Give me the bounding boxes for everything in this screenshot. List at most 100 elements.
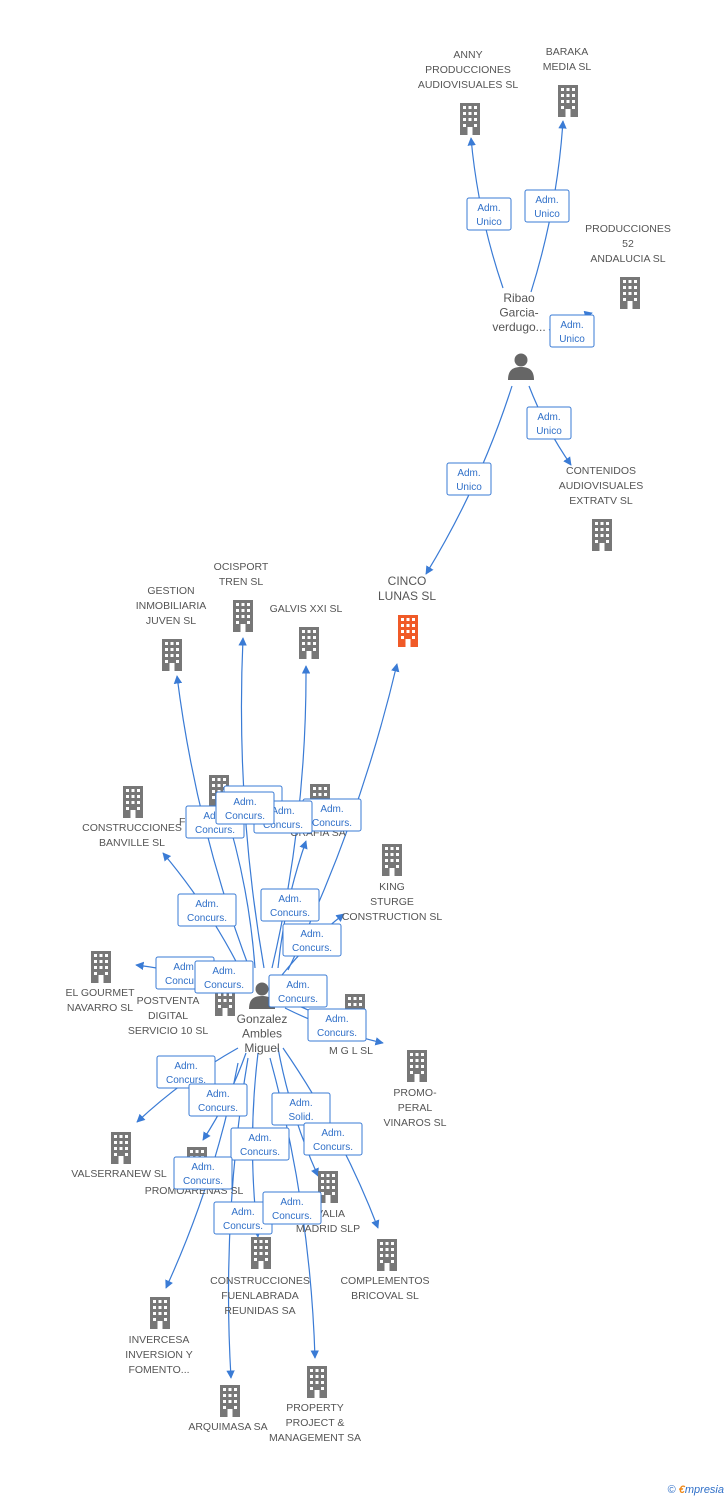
edge-label-line: Adm.	[231, 1207, 254, 1218]
edge-label-property[interactable]: Adm.Concurs.	[262, 1191, 322, 1225]
edge-label-line: Adm.	[560, 320, 583, 331]
edge-label-banville[interactable]: Adm. Concurs.	[177, 893, 237, 927]
person-icon	[508, 353, 534, 380]
edge-label-cinco[interactable]: Adm. Concurs.	[302, 798, 362, 832]
company-name-line: TREN SL	[219, 576, 264, 588]
person-name-line: Miguel	[244, 1041, 279, 1055]
edge-label-cinco[interactable]: Adm.Unico	[446, 462, 492, 496]
edge-label-king[interactable]: Adm.Concurs.	[282, 923, 342, 957]
edge-label-box	[268, 974, 328, 1008]
focus-building-icon	[398, 615, 418, 647]
company-node-galvis[interactable]: GALVIS XXI SL	[270, 603, 343, 659]
edge-label-valserranew[interactable]: Adm.Concurs.	[156, 1055, 216, 1089]
company-name-line: MADRID SLP	[296, 1223, 360, 1235]
edge-label-fuenlabrada[interactable]: Adm.Concurs.	[230, 1127, 290, 1161]
edge-label-line: Concurs.	[240, 1147, 280, 1158]
edge-label-box	[303, 1122, 363, 1156]
building-icon	[162, 639, 182, 671]
company-name-line: CINCO	[388, 574, 427, 588]
company-name-line: GALVIS XXI SL	[270, 603, 343, 615]
edge-label-line: Concurs.	[317, 1028, 357, 1039]
edge-label-line: Concurs.	[225, 811, 265, 822]
company-name-line: M G L SL	[329, 1045, 373, 1057]
company-name-line: INVERSION Y	[125, 1349, 193, 1361]
company-name-line: DIGITAL	[148, 1010, 188, 1022]
person-name-line: Ribao	[503, 291, 535, 305]
building-icon	[620, 277, 640, 309]
edge-label-line: Adm.	[191, 1162, 214, 1173]
building-icon	[382, 844, 402, 876]
edge-label-box	[271, 1092, 331, 1126]
edge-label-box	[466, 197, 512, 231]
edge-label-line: Concurs.	[165, 976, 205, 987]
edge-label-complementos[interactable]: Adm.Concurs.	[303, 1122, 363, 1156]
edge-label-baraka[interactable]: Adm.Unico	[524, 189, 570, 223]
company-name-line: BARAKA	[546, 46, 589, 58]
edge-label-box	[262, 1191, 322, 1225]
edge-label-postventa[interactable]: Adm.Concurs.	[194, 960, 254, 994]
edge-label-box	[282, 923, 342, 957]
edge-label-line: Adm.	[320, 804, 343, 815]
edge-label-box	[156, 1055, 216, 1089]
edge-label-line: Adm.	[477, 203, 500, 214]
edge-label-contenidos[interactable]: Adm.Unico	[526, 406, 572, 440]
edge-label-prod52[interactable]: Adm.Unico	[549, 314, 595, 348]
edge-label-alvalia[interactable]: Adm.Solid.	[271, 1092, 331, 1126]
person-name-line: Ambles	[242, 1027, 282, 1041]
person-name-line: verdugo...	[492, 320, 545, 334]
company-name-line: COMPLEMENTOS	[340, 1275, 429, 1287]
company-name-line: BRICOVAL SL	[351, 1290, 419, 1302]
person-node-ribao[interactable]: RibaoGarcia-verdugo...	[492, 291, 546, 380]
edge-label-promoarenas[interactable]: Adm.Concurs.	[188, 1083, 248, 1117]
edge-label-grafia[interactable]: Adm.Concurs.	[260, 888, 320, 922]
edge-label-line: Concurs.	[312, 818, 352, 829]
company-name-line: CONSTRUCCIONES	[82, 822, 182, 834]
company-node-complementos[interactable]: COMPLEMENTOS BRICOVAL SL	[340, 1239, 430, 1302]
edge-labels-layer: Adm.UnicoAdm.UnicoAdm.UnicoAdm.UnicoAdm.…	[155, 189, 595, 1235]
edge-label-box	[215, 791, 275, 825]
building-icon	[251, 1237, 271, 1269]
edge-label-invercesa[interactable]: Adm.Concurs.	[173, 1156, 233, 1190]
edge-label-line: Adm.	[195, 899, 218, 910]
company-name-line: MANAGEMENT SA	[269, 1432, 361, 1444]
edge-label-line: Adm.	[233, 797, 256, 808]
edge-label-line: Unico	[534, 209, 560, 220]
company-node-valserranew[interactable]: VALSERRANEW SL	[71, 1132, 167, 1180]
edge-label-promoperal[interactable]: Adm.Concurs.	[268, 974, 328, 1008]
building-icon	[123, 786, 143, 818]
brand-footer: © €mpresia	[668, 1484, 724, 1496]
edge-label-box	[188, 1083, 248, 1117]
company-node-arquimasa[interactable]: ARQUIMASA SA	[188, 1385, 268, 1433]
company-name-line: SERVICIO 10 SL	[128, 1025, 209, 1037]
edge-label-anny[interactable]: Adm. Unico	[466, 197, 512, 231]
edge-label-line: Concurs.	[187, 913, 227, 924]
company-name-line: CONSTRUCTION SL	[342, 911, 443, 923]
company-name-line: ANNY	[453, 49, 482, 61]
edge-label-line: Concurs.	[272, 1211, 312, 1222]
edge-label-line: Unico	[476, 217, 502, 228]
edge-label-box	[260, 888, 320, 922]
edge-label-line: Concurs.	[204, 980, 244, 991]
edge-label-box	[526, 406, 572, 440]
company-name-line: VALSERRANEW SL	[71, 1168, 167, 1180]
edge-label-fe[interactable]: Adm. Concurs.	[215, 791, 275, 825]
edge-label-mgl[interactable]: Adm.Concurs.	[307, 1008, 367, 1042]
company-name-line: NAVARRO SL	[67, 1002, 133, 1014]
